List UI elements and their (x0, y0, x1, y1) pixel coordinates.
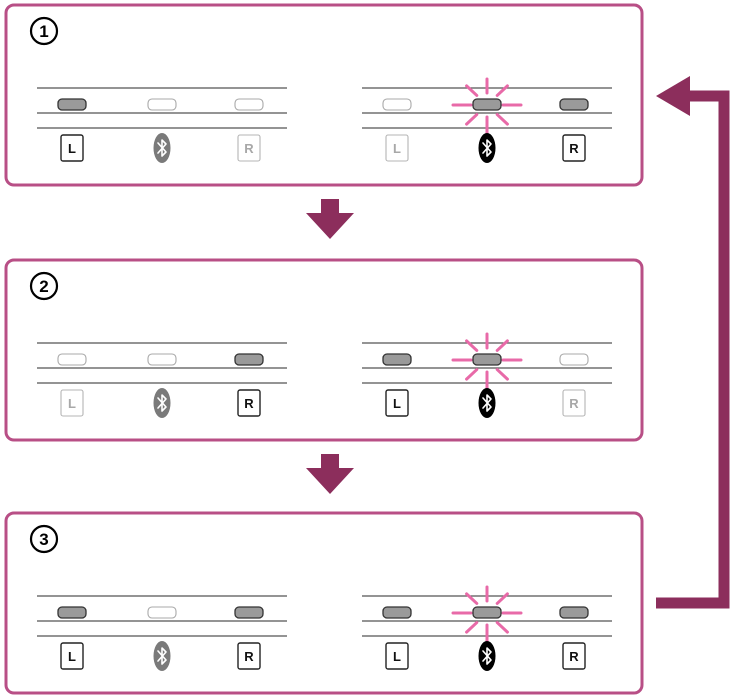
step-number-circle (29, 271, 59, 301)
key-label: L (393, 649, 401, 664)
key-l-box (60, 389, 84, 417)
blink-ray (495, 621, 509, 634)
bluetooth-icon (157, 647, 167, 665)
led-off (147, 606, 177, 619)
step-number-circle (29, 16, 59, 46)
key-label: L (393, 141, 401, 156)
loop-line (656, 90, 730, 609)
key-label: L (68, 649, 76, 664)
led-off (382, 98, 412, 111)
blink-ray (465, 368, 479, 381)
led-on (559, 606, 589, 619)
led-on (234, 353, 264, 366)
led-on (57, 98, 87, 111)
blink-ray (465, 339, 479, 352)
key-l-box (385, 642, 409, 670)
led-blinking (472, 606, 502, 619)
led-off (57, 353, 87, 366)
key-label: R (569, 396, 579, 411)
led-on (382, 353, 412, 366)
key-label: R (244, 649, 254, 664)
blink-ray (465, 84, 479, 97)
blink-ray (465, 592, 479, 605)
led-on (234, 606, 264, 619)
led-on (382, 606, 412, 619)
blink-ray (495, 84, 509, 97)
led-off (234, 98, 264, 111)
blink-ray (495, 339, 509, 352)
down-arrow-icon (306, 454, 354, 494)
key-r-box (237, 134, 261, 162)
key-label: L (68, 396, 76, 411)
bluetooth-icon (157, 394, 167, 412)
bluetooth-icon (482, 139, 492, 157)
loop-arrowhead (656, 76, 690, 116)
led-on (57, 606, 87, 619)
key-label: L (68, 141, 76, 156)
blink-ray (465, 621, 479, 634)
blink-ray (465, 113, 479, 126)
down-arrow-icon (306, 199, 354, 239)
step-number-circle (29, 524, 59, 554)
led-off (147, 353, 177, 366)
led-blinking (472, 98, 502, 111)
key-r-box (562, 389, 586, 417)
led-blinking (472, 353, 502, 366)
led-off (559, 353, 589, 366)
step-number: 3 (39, 530, 48, 549)
key-l-box (385, 134, 409, 162)
step-number: 2 (39, 277, 48, 296)
blink-ray (495, 592, 509, 605)
key-label: R (569, 649, 579, 664)
step-number: 1 (39, 22, 48, 41)
key-l-box (60, 134, 84, 162)
key-r-box (237, 642, 261, 670)
panel-border (4, 511, 644, 695)
bluetooth-icon (482, 394, 492, 412)
return-loop-arrow (656, 76, 730, 609)
key-l-box (385, 389, 409, 417)
led-on (559, 98, 589, 111)
bluetooth-icon (157, 139, 167, 157)
key-r-box (237, 389, 261, 417)
key-label: L (393, 396, 401, 411)
key-label: R (244, 141, 254, 156)
panel-border (4, 258, 644, 442)
panel-border (4, 3, 644, 187)
blink-ray (495, 368, 509, 381)
blink-ray (495, 113, 509, 126)
key-r-box (562, 642, 586, 670)
key-label: R (569, 141, 579, 156)
led-off (147, 98, 177, 111)
key-r-box (562, 134, 586, 162)
key-label: R (244, 396, 254, 411)
key-l-box (60, 642, 84, 670)
bluetooth-icon (482, 647, 492, 665)
